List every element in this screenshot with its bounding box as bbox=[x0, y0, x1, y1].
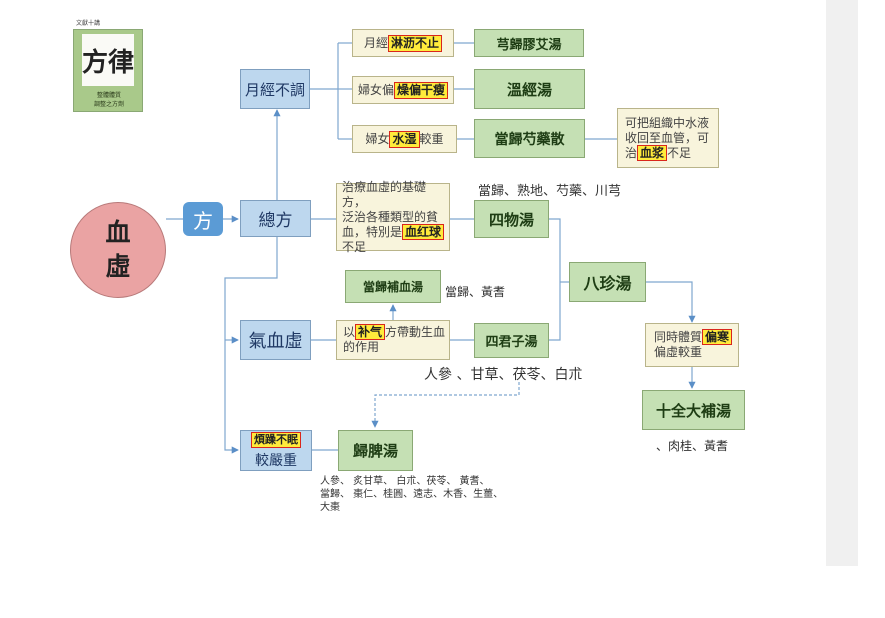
siwu-desc-line3: 血，特別是血红球 bbox=[342, 223, 445, 240]
highlight-pianhan: 偏寒 bbox=[702, 329, 733, 345]
siwu-desc-line4: 不足 bbox=[342, 239, 367, 254]
formula-shiquan-dabu-tang: 十全大補湯 bbox=[642, 390, 745, 430]
scrollbar-track[interactable] bbox=[826, 0, 858, 566]
shiquan-cond-line1: 同時體質偏寒 bbox=[654, 329, 733, 345]
logo-top-caption: 文獻十講 bbox=[76, 20, 101, 27]
condition-shuishi-jiaozhong: 婦女 水湿 較重 bbox=[352, 125, 457, 153]
note-danggui-shaoyao: 可把組織中水液 收回至血管，可 治血浆不足 bbox=[617, 108, 719, 168]
condition-zaopian-ganshou: 婦女偏 燥偏干瘦 bbox=[352, 76, 454, 104]
desc-buqi-shengxue: 以补气方帶動生血 的作用 bbox=[336, 320, 450, 360]
highlight-fanzao: 煩躁不眠 bbox=[251, 431, 301, 448]
condition-linli-buzhi: 月經 淋沥不止 bbox=[352, 29, 454, 57]
condition-pianhan-pianxu: 同時體質偏寒 偏虛較重 bbox=[645, 323, 739, 367]
logo-caption-line1: 整體體質 bbox=[96, 92, 121, 99]
qixue-desc-line1: 以补气方帶動生血 bbox=[343, 324, 446, 340]
ingredients-siwu: 當歸、熟地、芍藥、川芎 bbox=[478, 184, 622, 199]
highlight-xuejiang: 血浆 bbox=[637, 144, 668, 161]
node-qixuexu: 氣血虛 bbox=[240, 320, 311, 360]
note-line3: 治血浆不足 bbox=[625, 144, 692, 161]
desc-siwu-basic: 治療血虛的基礎方， 泛治各種類型的貧 血，特別是血红球 不足 bbox=[336, 179, 450, 254]
ingredients-shiquan: 、肉桂、黃耆 bbox=[656, 439, 729, 453]
siwu-desc-line1: 治療血虛的基礎方， bbox=[342, 179, 427, 209]
shiquan-cond-prefix: 同時體質 bbox=[654, 330, 703, 344]
ingredients-guipi-line1: 人參、 炙甘草、 白朮、茯苓、 黃耆、 bbox=[320, 476, 490, 487]
cond3-prefix: 婦女 bbox=[365, 131, 390, 146]
qixue-desc-suffix: 方帶動生血 bbox=[385, 325, 446, 339]
root-char1: 血 bbox=[105, 218, 131, 247]
formula-siwu-tang: 四物湯 bbox=[474, 200, 549, 238]
logo: 方律 整體體質 調整之方劑 bbox=[73, 29, 143, 112]
siwu-desc-line3-prefix: 血，特別是 bbox=[342, 224, 403, 239]
formula-guipi-tang: 歸脾湯 bbox=[338, 430, 413, 471]
logo-mark: 方律 bbox=[82, 34, 134, 86]
formula-sijunzi-tang: 四君子湯 bbox=[474, 323, 549, 358]
qixue-desc-line2: 的作用 bbox=[343, 340, 380, 354]
fang-badge: 方 bbox=[183, 202, 223, 236]
highlight-linli: 淋沥不止 bbox=[388, 34, 443, 52]
ingredients-sijunzi: 人參 、甘草、茯苓、白朮 bbox=[424, 367, 583, 383]
cond1-prefix: 月經 bbox=[363, 35, 388, 50]
note-line2: 收回至血管，可 bbox=[625, 130, 710, 145]
shiquan-cond-line2: 偏虛較重 bbox=[654, 345, 703, 359]
note-line1: 可把組織中水液 bbox=[625, 115, 710, 130]
root-char2: 虛 bbox=[105, 252, 131, 281]
ingredients-guipi-line3: 大棗 bbox=[320, 502, 340, 513]
node-zongfang: 總方 bbox=[240, 200, 311, 237]
node-fanzao-bumian: 煩躁不眠 較嚴重 bbox=[240, 430, 312, 471]
highlight-xuehongqiu: 血红球 bbox=[402, 223, 445, 240]
ingredients-danggui-buxue: 當歸、黃耆 bbox=[445, 285, 506, 299]
ingredients-guipi-line2: 當歸、 棗仁、桂圓、遠志、木香、生薑、 bbox=[320, 489, 504, 500]
logo-caption-line2: 調整之方劑 bbox=[93, 101, 124, 108]
formula-danggui-buxue-tang: 當歸補血湯 bbox=[345, 270, 441, 303]
highlight-zaopian: 燥偏干瘦 bbox=[394, 81, 449, 99]
siwu-desc-line2: 泛治各種類型的貧 bbox=[342, 209, 439, 224]
formula-xiongguijiaoai-tang: 芎歸膠艾湯 bbox=[474, 29, 584, 57]
note-line3-suffix: 不足 bbox=[667, 145, 692, 160]
highlight-buqi: 补气 bbox=[355, 324, 386, 340]
node-fanzao-rest: 較嚴重 bbox=[255, 452, 297, 469]
root-xuexu-circle: 血 虛 bbox=[70, 202, 166, 298]
formula-bazhen-tang: 八珍湯 bbox=[569, 262, 646, 302]
note-line3-prefix: 治 bbox=[625, 145, 638, 160]
formula-wenjing-tang: 溫經湯 bbox=[474, 69, 585, 109]
cond2-prefix: 婦女偏 bbox=[357, 82, 394, 97]
formula-dangguishaoyao-san: 當歸芍藥散 bbox=[474, 119, 585, 158]
node-yuejing-butiao: 月經不調 bbox=[240, 69, 310, 109]
cond3-suffix: 較重 bbox=[419, 131, 444, 146]
highlight-shuishi: 水湿 bbox=[389, 130, 420, 148]
qixue-desc-prefix: 以 bbox=[343, 325, 356, 339]
